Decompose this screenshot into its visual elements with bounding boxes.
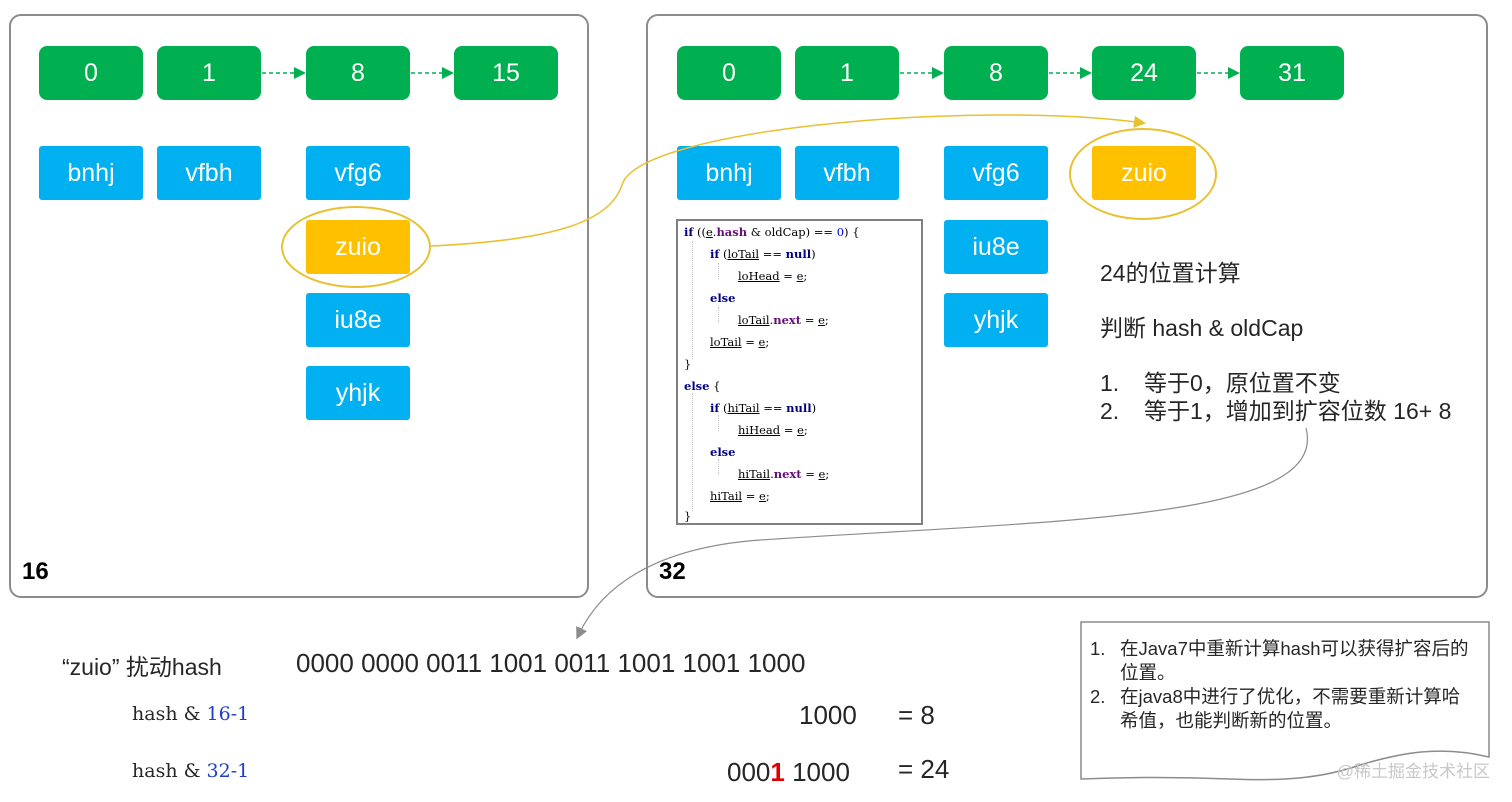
- right-bucket-1: 1: [795, 46, 899, 100]
- hash-and-32-expr: hash & 32-1: [132, 760, 250, 782]
- explain-to-hash-arrow: [576, 427, 1309, 640]
- hash-binary: 0000 0000 0011 1001 0011 1001 1001 1000: [296, 648, 806, 678]
- left-bucket-1: 1: [157, 46, 261, 100]
- hash-label: “zuio” 扰动hash: [62, 654, 222, 680]
- code-line-10: hiHead = e;: [738, 423, 808, 437]
- code-line-7: }: [684, 357, 692, 371]
- left-panel-capacity-label: 16: [22, 558, 49, 585]
- left-node-iu8e: iu8e: [306, 293, 410, 347]
- code-line-6: loTail = e;: [710, 335, 770, 349]
- left-bucket-0: 0: [39, 46, 143, 100]
- code-line-8: else {: [684, 379, 721, 393]
- code-line-14: }: [684, 509, 692, 523]
- zuio-move-arrow: [430, 114, 1146, 247]
- left-node-yhjk: yhjk: [306, 366, 410, 420]
- code-line-11: else: [710, 445, 736, 459]
- code-indent-guide: [718, 415, 719, 431]
- right-zuio-highlight-ring: [1069, 128, 1217, 220]
- code-line-13: hiTail = e;: [710, 489, 770, 503]
- code-line-12: hiTail.next = e;: [738, 467, 830, 481]
- left-bucket-15: 15: [454, 46, 558, 100]
- watermark: @稀土掘金技术社区: [1336, 762, 1490, 781]
- right-panel-capacity-label: 32: [659, 558, 686, 585]
- hash-and-32-bits: 0001 1000: [727, 757, 850, 787]
- hash-and-16-result: = 8: [898, 700, 935, 730]
- note-box-outline: [1080, 621, 1490, 781]
- right-node-bnhj: bnhj: [677, 146, 781, 200]
- hash-and-16-expr: hash & 16-1: [132, 703, 250, 725]
- explain-item-2: 2.等于1，增加到扩容位数 16+ 8: [1100, 398, 1452, 424]
- note-box: 1.在Java7中重新计算hash可以获得扩容后的位置。 2.在java8中进行…: [1080, 621, 1490, 783]
- resize-code-snippet: if ((e.hash & oldCap) == 0) { if (loTail…: [676, 219, 923, 525]
- explain-title: 24的位置计算: [1100, 260, 1241, 286]
- left-panel: [9, 14, 589, 598]
- right-node-iu8e: iu8e: [944, 220, 1048, 274]
- left-node-vfg6: vfg6: [306, 146, 410, 200]
- code-indent-guide: [718, 459, 719, 475]
- right-bucket-8: 8: [944, 46, 1048, 100]
- code-line-2: if (loTail == null): [710, 247, 816, 261]
- right-bucket-24: 24: [1092, 46, 1196, 100]
- right-node-yhjk: yhjk: [944, 293, 1048, 347]
- left-node-vfbh: vfbh: [157, 146, 261, 200]
- changed-bit: 1: [770, 757, 785, 787]
- code-line-4: else: [710, 291, 736, 305]
- code-line-3: loHead = e;: [738, 269, 808, 283]
- left-bucket-8: 8: [306, 46, 410, 100]
- code-line-5: loTail.next = e;: [738, 313, 829, 327]
- hash-and-32-result: = 24: [898, 754, 950, 784]
- code-indent-guide: [692, 393, 693, 511]
- explain-subtitle: 判断 hash & oldCap: [1100, 315, 1304, 341]
- code-line-9: if (hiTail == null): [710, 401, 817, 415]
- code-indent-guide: [718, 263, 719, 279]
- explain-item-1: 1.等于0，原位置不变: [1100, 370, 1341, 396]
- right-bucket-0: 0: [677, 46, 781, 100]
- note-text: 1.在Java7中重新计算hash可以获得扩容后的位置。 2.在java8中进行…: [1090, 637, 1478, 733]
- hash-and-16-bits: 1000: [799, 700, 857, 730]
- right-node-vfbh: vfbh: [795, 146, 899, 200]
- left-zuio-highlight-ring: [281, 206, 431, 288]
- code-indent-guide: [718, 307, 719, 323]
- right-bucket-31: 31: [1240, 46, 1344, 100]
- left-node-bnhj: bnhj: [39, 146, 143, 200]
- code-line-1: if ((e.hash & oldCap) == 0) {: [684, 225, 860, 239]
- code-indent-guide: [692, 241, 693, 359]
- right-node-vfg6: vfg6: [944, 146, 1048, 200]
- note-item-1: 1.在Java7中重新计算hash可以获得扩容后的位置。: [1090, 638, 1469, 683]
- note-item-2: 2.在java8中进行了优化，不需要重新计算哈希值，也能判断新的位置。: [1090, 686, 1461, 731]
